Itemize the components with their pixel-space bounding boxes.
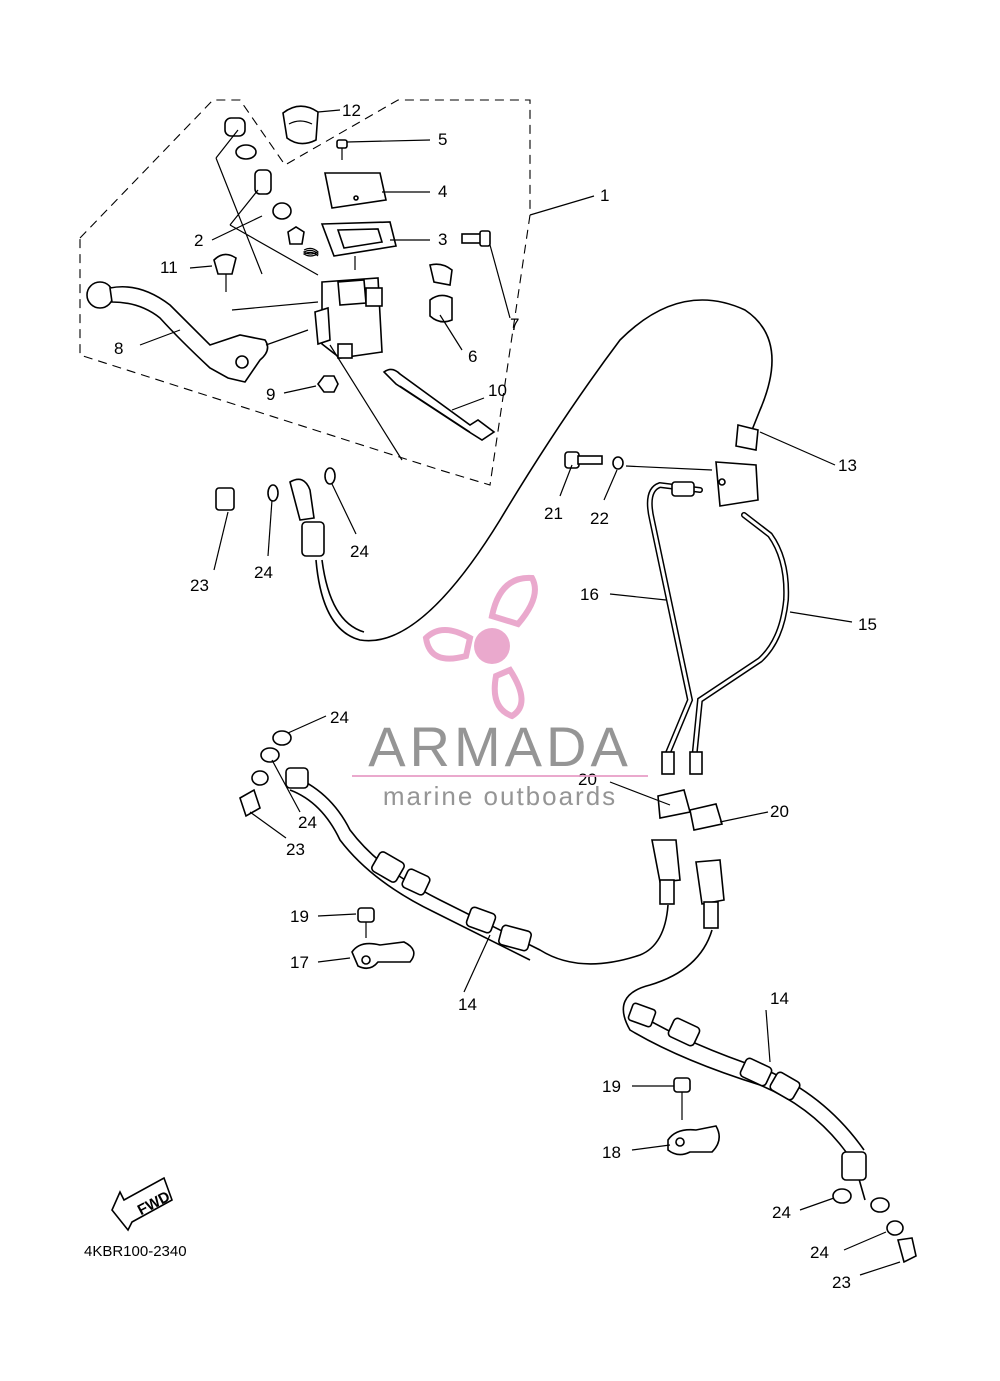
hose-14-right	[622, 929, 866, 1201]
part-cap-4	[324, 172, 387, 209]
part-clip-20b	[689, 803, 724, 831]
part-bolt-7	[461, 230, 491, 247]
part-bracket-17	[351, 941, 415, 970]
callout-12: 12	[342, 101, 361, 120]
callout-15: 15	[858, 615, 877, 634]
watermark-brand: ARMADA	[368, 715, 632, 778]
callout-1: 1	[600, 186, 609, 205]
part-bracket-18	[667, 1125, 720, 1156]
part-holder-6	[429, 263, 453, 323]
part-nut-9	[317, 375, 339, 393]
callout-18: 18	[602, 1143, 621, 1162]
callout-6: 6	[468, 347, 477, 366]
part-bolt-19-upper	[357, 907, 375, 938]
part-washer-24-left-a	[272, 730, 292, 746]
callout-14-left: 14	[458, 995, 477, 1014]
callout-19-upper: 19	[290, 907, 309, 926]
callout-24-mid-a: 24	[330, 708, 349, 727]
callout-14-right: 14	[770, 989, 789, 1008]
callout-labels: 12 5 4 3 1 2 11 7 6 8 9 10 13 21 22 23 2…	[114, 101, 877, 1292]
callout-22: 22	[590, 509, 609, 528]
part-hose-joint-left	[651, 839, 681, 905]
part-piston-kit-2	[215, 117, 320, 276]
part-bolt-21	[564, 451, 603, 469]
hose-13-line	[315, 299, 773, 642]
watermark-tagline: marine outboards	[383, 781, 617, 811]
callout-19-lower: 19	[602, 1077, 621, 1096]
callout-16: 16	[580, 585, 599, 604]
part-diaphragm-3	[320, 221, 397, 270]
callout-24-mid-b: 24	[298, 813, 317, 832]
callout-2: 2	[194, 231, 203, 250]
callout-23-bottom: 23	[832, 1273, 851, 1292]
fwd-arrow-icon: FWD	[111, 1176, 173, 1232]
hose-14-right-fittings	[627, 1002, 890, 1213]
armada-logo: ARMADA marine outboards	[352, 574, 648, 811]
assembly-group-outline	[79, 99, 531, 486]
part-boot-12	[282, 105, 319, 145]
callout-9: 9	[266, 385, 275, 404]
part-screw-5	[336, 139, 348, 160]
callout-24-bottom-a: 24	[772, 1203, 791, 1222]
part-washer-24-right-b	[886, 1220, 904, 1236]
part-bolt-23-left	[239, 788, 261, 818]
callout-4: 4	[438, 182, 447, 201]
part-washer-24-right-a	[832, 1188, 852, 1204]
hose-14-left-fittings	[285, 767, 532, 952]
part-lever-8	[86, 281, 269, 383]
part-pivot-bolt-11	[213, 253, 237, 292]
callout-24-top-left: 24	[254, 563, 273, 582]
callout-20-left: 20	[578, 770, 597, 789]
callout-10: 10	[488, 381, 507, 400]
callout-23-top: 23	[190, 576, 209, 595]
callout-11: 11	[160, 258, 178, 277]
part-clip-20a	[657, 789, 691, 819]
part-washer-24-left-c	[251, 770, 269, 786]
part-hose-joint-right	[695, 859, 725, 929]
callout-8: 8	[114, 339, 123, 358]
callout-13: 13	[838, 456, 857, 475]
diagram-code: 4KBR100-2340	[84, 1243, 187, 1260]
callout-20-right: 20	[770, 802, 789, 821]
callout-24-bottom-b: 24	[810, 1243, 829, 1262]
callout-24-top-right: 24	[350, 542, 369, 561]
part-washer-24-left-b	[260, 747, 280, 763]
callout-3: 3	[438, 230, 447, 249]
callout-21: 21	[544, 504, 563, 523]
pipe-15	[691, 512, 790, 763]
part-bolt-19-lower	[673, 1077, 691, 1120]
callout-23-mid: 23	[286, 840, 305, 859]
part-master-cylinder-body	[314, 277, 383, 359]
callout-5: 5	[438, 130, 447, 149]
leader-lines	[139, 109, 901, 1276]
part-brake-switch-10	[382, 368, 496, 441]
callout-17: 17	[290, 953, 309, 972]
part-banjo-upper	[215, 467, 336, 557]
propeller-icon	[422, 574, 538, 720]
callout-7: 7	[510, 315, 519, 334]
part-bolt-23-right	[896, 1237, 917, 1264]
part-joint-13	[715, 423, 759, 507]
part-washer-22	[612, 456, 624, 470]
